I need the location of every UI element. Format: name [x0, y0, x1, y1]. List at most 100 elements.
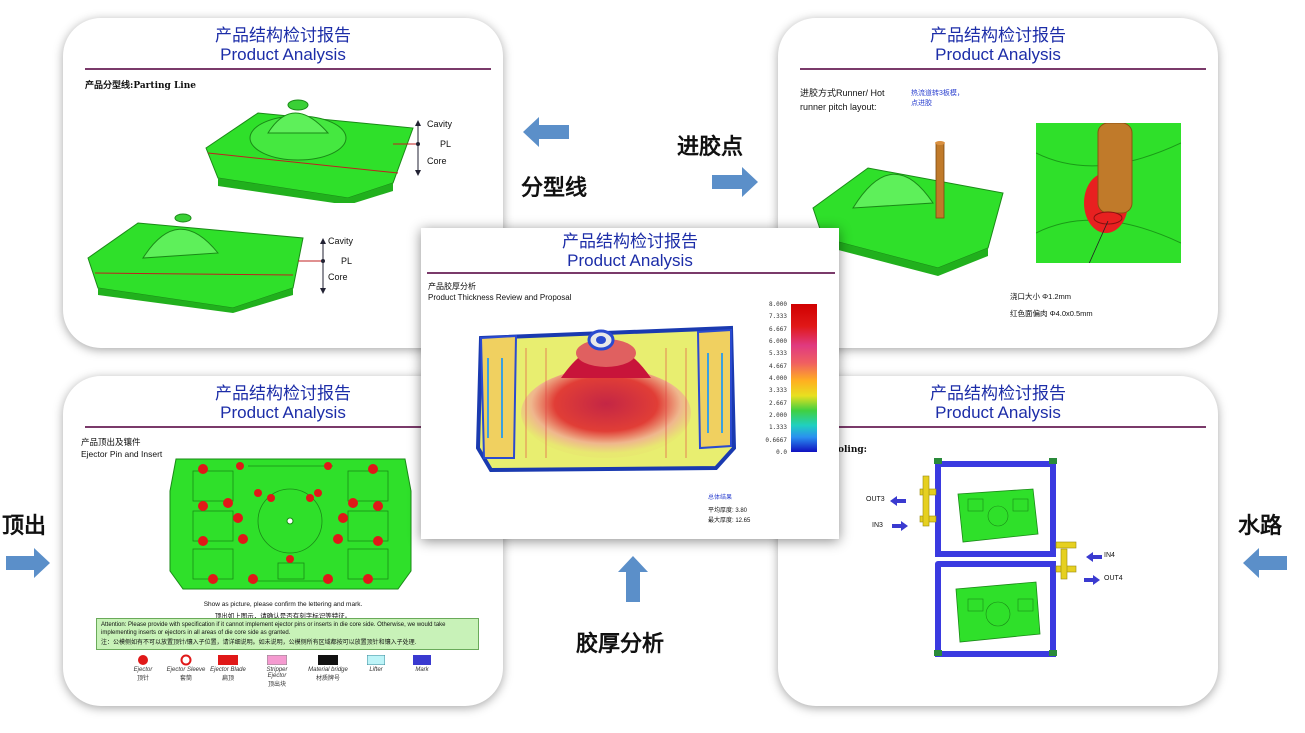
legend-item: Ejector Blade 扁顶	[208, 667, 248, 682]
ejector-attention-en: Attention: Please provide with specifica…	[101, 622, 446, 636]
label-core-top: Core	[427, 156, 447, 166]
legend-label-zh: 材质牌号	[315, 676, 340, 682]
scale-tick-label: 0.6667	[765, 436, 787, 444]
scale-tick-label: 0.0	[776, 449, 787, 456]
header-en: Product Analysis	[567, 250, 693, 270]
header-rule	[800, 68, 1206, 70]
legend-label-zh: 顶针	[136, 676, 149, 682]
card-thickness: 产品结构检讨报告 Product Analysis 产品胶厚分析 Product…	[421, 228, 839, 539]
ejector-subtitle-en: Ejector Pin and Insert	[81, 449, 163, 459]
header-rule	[85, 426, 491, 428]
arrow-in3-icon	[892, 521, 908, 531]
card-header: 产品结构检讨报告 Product Analysis	[778, 26, 1218, 64]
legend-label-en: Material bridge	[308, 667, 348, 673]
legend-material-icon	[318, 655, 338, 665]
header-zh: 产品结构检讨报告	[562, 232, 698, 252]
thickness-part	[476, 325, 736, 473]
label-cavity-bottom: Cavity	[328, 236, 354, 246]
scale-tick-label: 1.333	[768, 424, 787, 432]
runner-note-line2: 点进胶	[911, 100, 932, 107]
ejector-attention-zh: 注：公模侧如有不可以放置顶针/镶入子位置，请详细说明。如未说明，公模侧所有区域都…	[101, 640, 417, 646]
label-gate-point: 进胶点	[677, 135, 744, 160]
runner-part	[812, 141, 1004, 276]
arrow-left-icon	[523, 117, 569, 147]
card-header: 产品结构检讨报告 Product Analysis	[421, 232, 839, 270]
runner-subtitle: 进胶方式Runner/ Hot runner pitch layout:	[800, 86, 885, 114]
legend-item: Material bridge 材质牌号	[308, 667, 348, 682]
card-runner: 产品结构检讨报告 Product Analysis 进胶方式Runner/ Ho…	[778, 18, 1218, 348]
header-zh: 产品结构检讨报告	[930, 26, 1066, 46]
parting-subtitle: 产品分型线:Parting Line	[85, 81, 196, 91]
arrow-out3-icon	[890, 496, 906, 506]
arrow-left-icon	[1243, 548, 1287, 578]
arrow-in4-icon	[1086, 552, 1102, 562]
card-ejector: 产品结构检讨报告 Product Analysis 产品顶出及镶件 Ejecto…	[63, 376, 503, 706]
label-out4: OUT4	[1104, 575, 1123, 582]
label-ejection: 顶出	[2, 514, 47, 539]
ejector-show-en: Show as picture, please confirm the lett…	[203, 601, 363, 608]
scale-tick-label: 5.333	[768, 350, 787, 358]
card-cooling: 产品结构检讨报告 Product Analysis oling: OUT3	[778, 376, 1218, 706]
legend-item: Ejector 顶针	[123, 667, 163, 682]
legend-item: Stripper Ejector 顶出块	[257, 667, 297, 688]
thickness-summary-title: 总体结果	[708, 495, 733, 501]
header-zh: 产品结构检讨报告	[215, 26, 351, 46]
legend-sleeve-icon	[180, 654, 192, 666]
scale-tick-label: 2.000	[768, 412, 787, 419]
arrow-out4-icon	[1084, 575, 1100, 585]
header-en: Product Analysis	[220, 402, 346, 422]
legend-ejector-icon	[138, 655, 148, 665]
scale-tick-label: 2.667	[768, 399, 787, 407]
header-rule	[800, 426, 1206, 428]
ejector-subtitle-zh: 产品顶出及镶件	[81, 437, 141, 447]
legend-label-zh: 套筒	[179, 676, 192, 682]
label-pl-bottom: PL	[341, 256, 353, 266]
cooling-subtitle: oling:	[838, 445, 867, 455]
label-water: 水路	[1238, 514, 1283, 539]
legend-blade-icon	[218, 655, 238, 665]
legend-label-en: Ejector Blade	[210, 667, 246, 673]
header-zh: 产品结构检讨报告	[930, 384, 1066, 404]
card-header: 产品结构检讨报告 Product Analysis	[63, 384, 503, 422]
card-header: 产品结构检讨报告 Product Analysis	[778, 384, 1218, 422]
label-core-bottom: Core	[328, 272, 348, 282]
legend-label-zh: 顶出块	[267, 682, 286, 688]
header-zh: 产品结构检讨报告	[215, 384, 351, 404]
ejector-core-view	[169, 458, 412, 590]
runner-note-line1: 热流道转3板模，	[911, 90, 964, 97]
legend-lifter-icon	[367, 655, 385, 665]
label-in3: IN3	[872, 522, 883, 529]
legend-label-zh: 扁顶	[221, 676, 234, 682]
header-rule	[85, 68, 491, 70]
legend-label-en: Ejector	[133, 667, 153, 673]
thickness-subtitle-en: Product Thickness Review and Proposal	[428, 293, 572, 302]
header-en: Product Analysis	[220, 44, 346, 64]
runner-subtitle-line2: runner pitch layout:	[800, 102, 877, 112]
legend-label-en: Stripper Ejector	[266, 667, 288, 679]
scale-tick-label: 3.333	[768, 387, 787, 395]
label-out3: OUT3	[866, 496, 885, 503]
parting-part-bottom	[87, 213, 304, 313]
label-parting-line: 分型线	[521, 176, 588, 201]
ejector-show-zh: 顶出如上图示，请确认是否有刻字标识等特征。	[214, 613, 352, 620]
thickness-subtitle: 产品胶厚分析 Product Thickness Review and Prop…	[428, 281, 571, 303]
parting-pl-marker-top	[393, 120, 421, 176]
scale-tick-label: 4.000	[768, 375, 787, 382]
arrow-up-icon	[618, 556, 648, 602]
runner-gate-closeup	[1036, 123, 1181, 263]
arrow-right-icon	[712, 167, 758, 197]
scale-tick-label: 4.667	[768, 362, 787, 370]
runner-note: 热流道转3板模， 点进胶	[911, 89, 964, 109]
header-en: Product Analysis	[935, 402, 1061, 422]
label-thickness: 胶厚分析	[576, 632, 665, 657]
thickness-avg: 平均厚度: 3.80	[708, 508, 748, 514]
scale-tick-label: 7.333	[768, 313, 787, 321]
label-in4: IN4	[1104, 552, 1115, 559]
scale-tick-label: 6.000	[768, 338, 787, 345]
ejector-subtitle: 产品顶出及镶件 Ejector Pin and Insert	[81, 436, 162, 460]
label-cavity-top: Cavity	[427, 119, 453, 129]
cooling-layout	[919, 458, 1077, 657]
scale-tick-label: 8.000	[768, 301, 787, 308]
